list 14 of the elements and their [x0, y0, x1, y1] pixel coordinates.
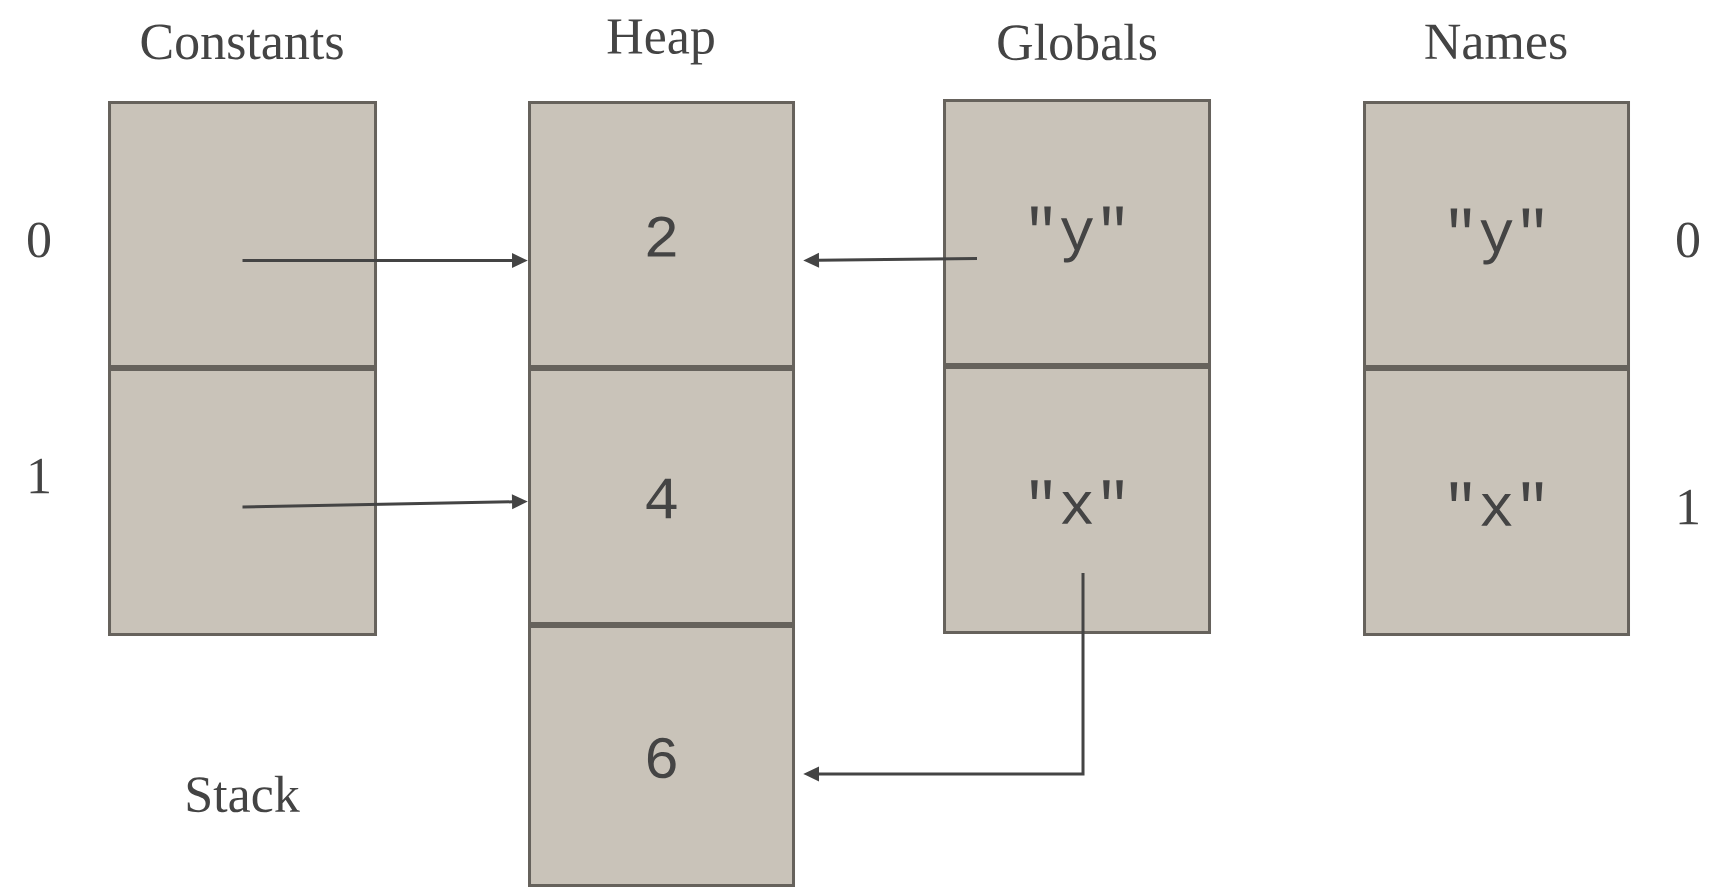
index-number: 0 — [1677, 222, 1700, 258]
empty-cell — [108, 368, 377, 636]
index-number: 0 — [28, 222, 51, 258]
index-number: 1 — [30, 458, 49, 494]
value-cell: 4 — [528, 368, 795, 625]
empty-cell — [108, 101, 377, 368]
value-cell: "y" — [1363, 101, 1630, 368]
index-number: 1 — [1679, 489, 1698, 525]
value-cell: 2 — [528, 101, 795, 368]
value-cell: "y" — [943, 99, 1211, 366]
value-cell: "x" — [1363, 368, 1630, 636]
value-cell: "x" — [943, 366, 1211, 634]
stack-label: Stack — [187, 775, 300, 813]
value-cell: 6 — [528, 625, 795, 887]
